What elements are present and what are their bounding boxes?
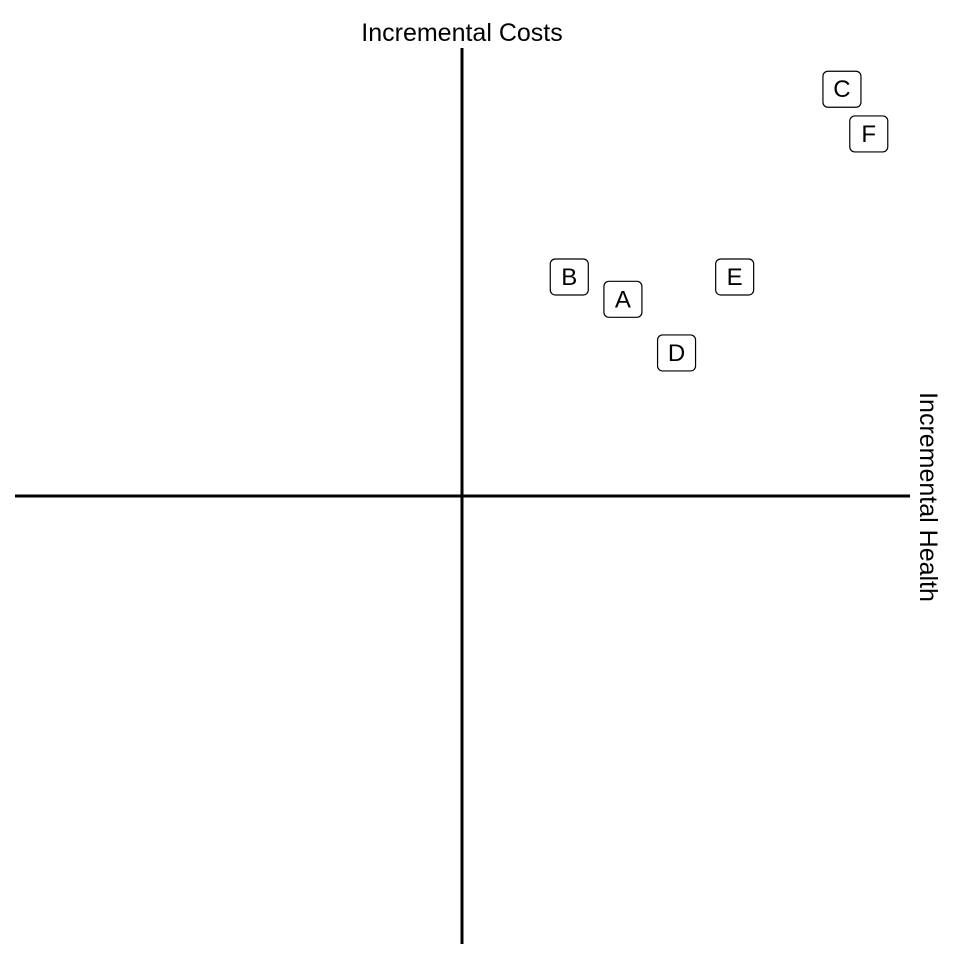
point-b: B (549, 258, 589, 296)
point-marker (603, 280, 643, 318)
point-f: F (849, 115, 889, 153)
point-d: D (656, 334, 697, 372)
point-label: F (861, 121, 876, 148)
point-label: B (561, 264, 577, 291)
x-axis-title: Incremental Health (914, 392, 942, 602)
point-marker (715, 258, 755, 296)
point-marker (822, 70, 862, 108)
points-layer: A B C D E F (549, 70, 889, 372)
point-label: E (727, 264, 743, 291)
point-c: C (822, 70, 862, 108)
point-marker (656, 334, 697, 372)
point-label: A (615, 286, 631, 313)
point-e: E (715, 258, 755, 296)
point-marker (549, 258, 589, 296)
point-marker (849, 115, 889, 153)
point-a: A (603, 280, 643, 318)
y-axis-title: Incremental Costs (361, 19, 562, 47)
point-label: C (833, 76, 850, 103)
point-label: D (668, 340, 685, 367)
